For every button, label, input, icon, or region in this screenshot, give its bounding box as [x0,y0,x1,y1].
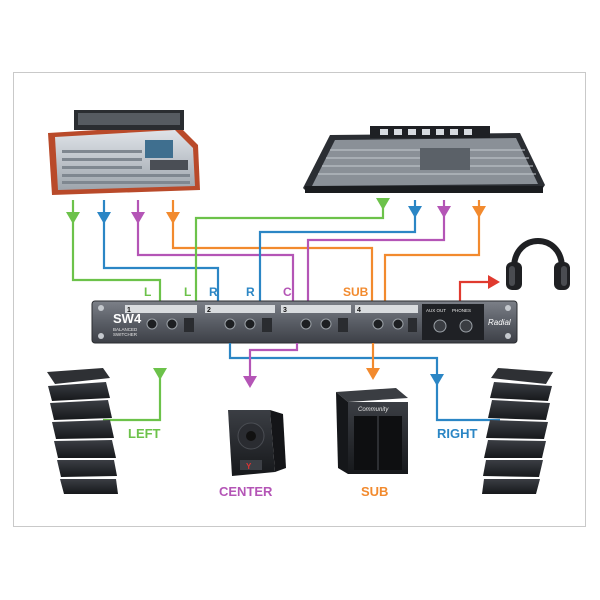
label-c: C [283,285,292,299]
left-line-array [47,368,118,494]
right-mixing-console [303,126,545,193]
output-labels: LEFT CENTER SUB RIGHT [128,426,478,499]
output-label-center: CENTER [219,484,273,499]
input-arrowheads [66,198,500,289]
label-r-1: R [209,285,218,299]
svg-text:AUX OUT: AUX OUT [426,308,446,313]
channel-strip-4: 4 [355,305,418,332]
left-mixing-console [48,110,200,195]
subwoofer-brand: Community [358,407,389,413]
line-left-console-c [136,200,295,302]
channel-strip-2: 2 [205,305,275,332]
line-out-right-2 [435,380,500,422]
headphones-icon [506,238,570,290]
subwoofer-icon: Community [336,388,408,474]
center-speaker: Y [228,410,286,476]
svg-text:PHONES: PHONES [452,308,471,313]
line-right-console-c [306,200,446,302]
line-left-console-r [102,200,220,302]
svg-text:4: 4 [357,307,361,314]
svg-text:Y: Y [246,462,252,471]
line-out-left [103,372,162,422]
sw4-switcher: SW4 BALANCED SWITCHER 1 2 3 [91,300,518,344]
line-out-right [228,343,439,375]
mixing-console-icon [48,110,200,195]
subwoofer: Community [336,388,408,474]
line-array-speaker-icon [47,368,118,494]
output-label-sub: SUB [361,484,388,499]
line-out-center [248,343,299,380]
output-label-right: RIGHT [437,426,478,441]
output-label-left: LEFT [128,426,161,441]
svg-text:1: 1 [127,307,131,314]
label-sub: SUB [343,285,369,299]
master-section: AUX OUT PHONES [422,304,484,340]
switcher-brand: Radial [488,318,511,327]
channel-strip-3: 3 [281,305,351,332]
label-l-2: L [184,285,191,299]
right-line-array [482,368,553,494]
channel-strip-1: 1 [125,305,197,332]
output-signal-lines [103,343,500,422]
headphones [506,238,570,290]
switcher-subtitle-1: BALANCED [113,327,138,332]
switcher-model: SW4 [113,311,142,326]
switcher-subtitle-2: SWITCHER [113,332,138,337]
label-l-1: L [144,285,151,299]
line-left-console-l [71,200,162,302]
monitor-speaker-icon: Y [228,410,286,476]
svg-text:2: 2 [207,307,211,314]
svg-text:3: 3 [283,307,287,314]
line-right-console-sub [383,200,481,302]
signal-labels: L L R R C SUB [144,285,369,299]
output-arrowheads [153,368,444,388]
line-phones [458,280,490,302]
label-r-2: R [246,285,255,299]
